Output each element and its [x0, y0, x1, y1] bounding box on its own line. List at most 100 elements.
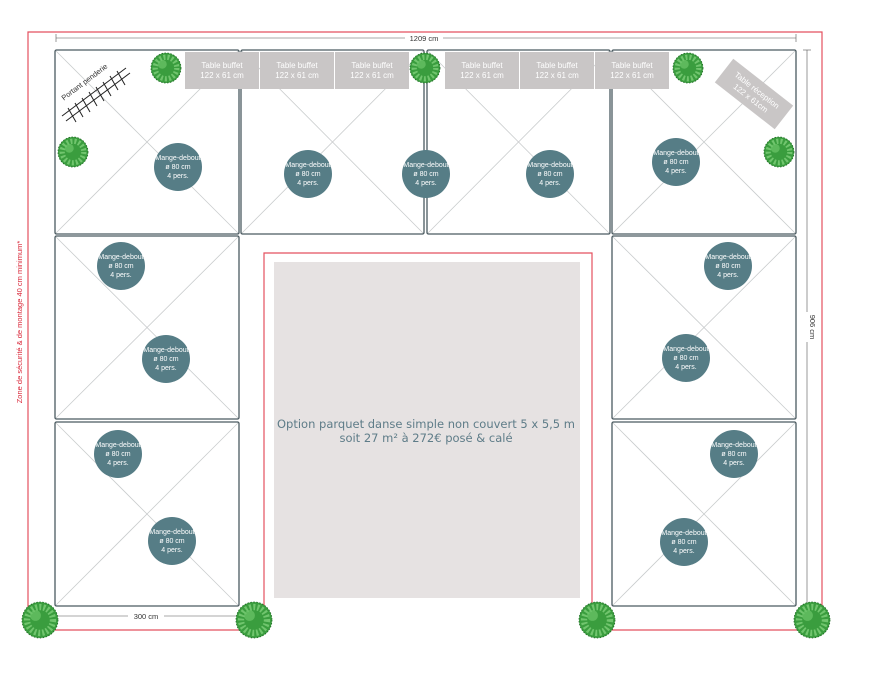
dance-floor: [274, 262, 580, 598]
plant-icon: [793, 601, 831, 639]
round-table-label: ø 80 cm: [108, 263, 133, 270]
round-table-label: 4 pers.: [675, 364, 696, 371]
dance-floor-line1: Option parquet danse simple non couvert …: [277, 417, 575, 431]
round-table-label: Mange-debout: [663, 346, 708, 353]
plant-icon: [578, 601, 616, 639]
width-dimension: 1209 cm: [410, 34, 439, 43]
buffet-table-label: Table buffet: [611, 61, 653, 70]
round-table-label: Mange-debout: [661, 530, 706, 537]
round-table: Mange-debout ø 80 cm 4 pers.: [660, 518, 708, 566]
buffet-table-label: Table buffet: [351, 61, 393, 70]
round-table-label: ø 80 cm: [165, 164, 190, 171]
plant-icon: [409, 52, 441, 84]
plant-icon: [763, 136, 795, 168]
round-table-label: 4 pers.: [297, 180, 318, 187]
round-table-label: Mange-debout: [155, 155, 200, 162]
round-table: Mange-debout ø 80 cm 4 pers.: [652, 138, 700, 186]
round-table-label: ø 80 cm: [153, 356, 178, 363]
buffet-table-label: Table buffet: [201, 61, 243, 70]
coat-rack: Portant penderie: [60, 62, 131, 123]
round-table-label: 4 pers.: [161, 547, 182, 554]
coat-rack-label: Portant penderie: [60, 62, 110, 103]
round-table: Mange-debout ø 80 cm 4 pers.: [94, 430, 142, 478]
safety-zone-outline: [27, 31, 823, 631]
buffet-table-size: 122 x 61 cm: [535, 71, 579, 80]
round-table-label: 4 pers.: [110, 272, 131, 279]
round-table-label: ø 80 cm: [663, 159, 688, 166]
tent-module: [54, 235, 240, 420]
round-table-label: ø 80 cm: [159, 538, 184, 545]
tent-module: [611, 235, 797, 420]
module-dimension: 300 cm: [134, 612, 159, 621]
round-table-label: 4 pers.: [539, 180, 560, 187]
coat-rack-icon: [61, 67, 131, 123]
buffet-table-size: 122 x 61 cm: [460, 71, 504, 80]
round-table-label: 4 pers.: [665, 168, 686, 175]
round-table-label: Mange-debout: [149, 529, 194, 536]
round-table: Mange-debout ø 80 cm 4 pers.: [148, 517, 196, 565]
tent-module: [611, 421, 797, 607]
round-table: Mange-debout ø 80 cm 4 pers.: [710, 430, 758, 478]
safety-zone-label: Zone de sécurité & de montage 40 cm mini…: [15, 241, 24, 404]
round-table-label: 4 pers.: [155, 365, 176, 372]
round-table-label: 4 pers.: [415, 180, 436, 187]
round-table-label: ø 80 cm: [105, 451, 130, 458]
round-table: Mange-debout ø 80 cm 4 pers.: [154, 143, 202, 191]
round-table-label: ø 80 cm: [721, 451, 746, 458]
round-table: Mange-debout ø 80 cm 4 pers.: [662, 334, 710, 382]
tent-module: [54, 421, 240, 607]
round-table-label: ø 80 cm: [295, 171, 320, 178]
round-table-label: Mange-debout: [143, 347, 188, 354]
buffet-table-label: Table buffet: [461, 61, 503, 70]
round-table-label: 4 pers.: [717, 272, 738, 279]
round-table-label: Mange-debout: [403, 162, 448, 169]
round-table: Mange-debout ø 80 cm 4 pers.: [142, 335, 190, 383]
buffet-table-size: 122 x 61 cm: [200, 71, 244, 80]
round-table-label: ø 80 cm: [413, 171, 438, 178]
round-table: Mange-debout ø 80 cm 4 pers.: [284, 150, 332, 198]
round-table-label: 4 pers.: [107, 460, 128, 467]
round-table-label: ø 80 cm: [537, 171, 562, 178]
dance-floor-line2: soit 27 m² à 272€ posé & calé: [339, 431, 512, 445]
plant-icon: [672, 52, 704, 84]
height-dimension: 906 cm: [808, 315, 817, 340]
plants: [21, 52, 831, 639]
round-table-label: Mange-debout: [95, 442, 140, 449]
round-tables: Mange-debout ø 80 cm 4 pers. Mange-debout ø …: [94, 138, 758, 566]
round-table-label: 4 pers.: [167, 173, 188, 180]
round-table-label: ø 80 cm: [715, 263, 740, 270]
round-table: Mange-debout ø 80 cm 4 pers.: [704, 242, 752, 290]
round-table-label: Mange-debout: [711, 442, 756, 449]
plant-icon: [235, 601, 273, 639]
plant-icon: [21, 601, 59, 639]
buffet-table-label: Table buffet: [276, 61, 318, 70]
buffet-table-label: Table buffet: [536, 61, 578, 70]
round-table-label: ø 80 cm: [673, 355, 698, 362]
round-table-label: Mange-debout: [285, 162, 330, 169]
round-table-label: Mange-debout: [705, 254, 750, 261]
buffet-table-size: 122 x 61 cm: [275, 71, 319, 80]
plant-icon: [57, 136, 89, 168]
round-table-label: 4 pers.: [723, 460, 744, 467]
reception-table-shape: [714, 58, 794, 130]
round-table: Mange-debout ø 80 cm 4 pers.: [526, 150, 574, 198]
round-table: Mange-debout ø 80 cm 4 pers.: [402, 150, 450, 198]
buffet-table-size: 122 x 61 cm: [350, 71, 394, 80]
round-table-label: Mange-debout: [527, 162, 572, 169]
round-table: Mange-debout ø 80 cm 4 pers.: [97, 242, 145, 290]
reception-table: Table réception 122 x 61cm: [714, 58, 794, 130]
round-table-label: ø 80 cm: [671, 539, 696, 546]
buffet-table-size: 122 x 61 cm: [610, 71, 654, 80]
round-table-label: Mange-debout: [98, 254, 143, 261]
plant-icon: [150, 52, 182, 84]
round-table-label: 4 pers.: [673, 548, 694, 555]
round-table-label: Mange-debout: [653, 150, 698, 157]
